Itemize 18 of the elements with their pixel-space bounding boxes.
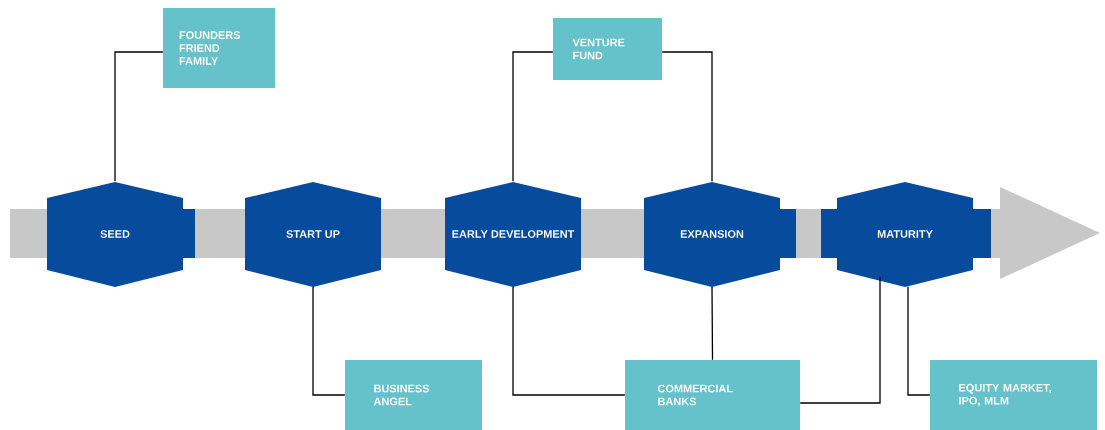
- connector-line: [512, 286, 626, 396]
- connector-line: [512, 51, 554, 182]
- source-box: BUSINESS ANGEL: [345, 360, 482, 430]
- connector-line: [312, 286, 346, 396]
- connector-line: [711, 286, 714, 361]
- stage-hexagon: EARLY DEVELOPMENT: [445, 182, 581, 287]
- stage-hexagon: EXPANSION: [644, 182, 796, 287]
- source-box: FOUNDERS FRIEND FAMILY: [163, 8, 275, 88]
- stage-hexagon: START UP: [245, 182, 381, 287]
- connector-line: [114, 51, 164, 182]
- connector-line: [661, 51, 713, 182]
- stage-hexagon: SEED: [47, 182, 195, 287]
- source-box: VENTURE FUND: [553, 18, 662, 80]
- connector-line: [799, 276, 881, 404]
- stage-hexagon: MATURITY: [821, 182, 991, 287]
- source-box: EQUITY MARKET, IPO, MLM: [930, 360, 1097, 430]
- source-box: COMMERCIAL BANKS: [625, 360, 800, 430]
- connector-line: [907, 286, 931, 396]
